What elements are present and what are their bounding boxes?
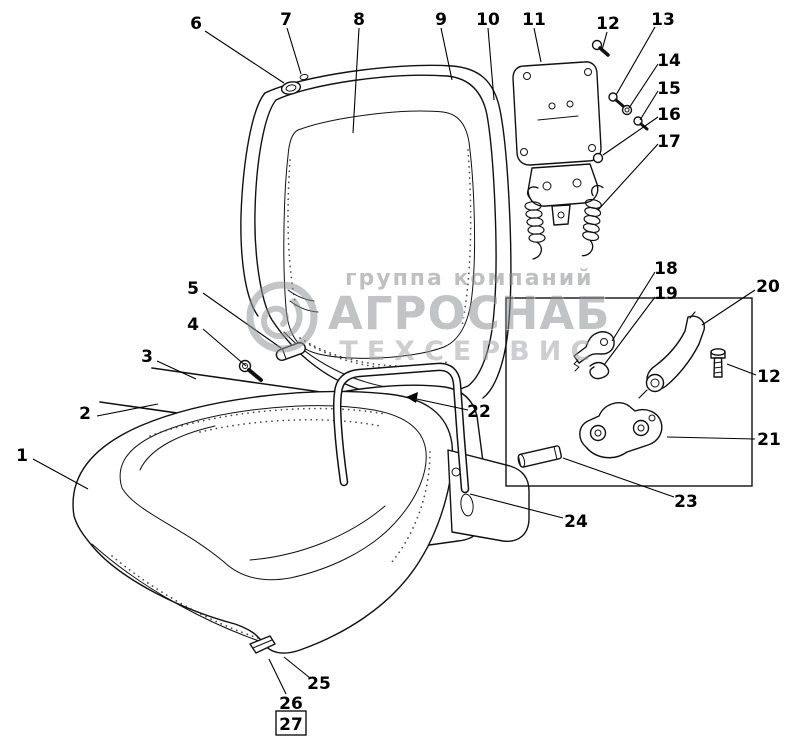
grab-handle bbox=[333, 362, 470, 494]
callout-12-20: 12 bbox=[757, 367, 781, 387]
lever-20 bbox=[638, 311, 705, 399]
callout-18-17: 18 bbox=[654, 259, 678, 279]
callout-10-9: 10 bbox=[476, 10, 500, 30]
callout-19-18: 19 bbox=[654, 284, 678, 304]
detail-box-border bbox=[505, 297, 753, 487]
callout-15-14: 15 bbox=[657, 79, 681, 99]
spring-left bbox=[524, 186, 546, 260]
screw-12-box bbox=[710, 348, 726, 378]
callout-24-24: 24 bbox=[564, 512, 588, 532]
callout-9-8: 9 bbox=[435, 10, 447, 30]
callout-23-23: 23 bbox=[674, 492, 698, 512]
screw-13-icon bbox=[608, 92, 625, 108]
leader-lines bbox=[32, 26, 757, 736]
callout-6-5: 6 bbox=[190, 14, 202, 34]
callout-1-0: 1 bbox=[16, 446, 28, 466]
callout-4-3: 4 bbox=[187, 315, 199, 335]
spring-right bbox=[581, 184, 604, 257]
callout-25-25: 25 bbox=[307, 674, 331, 694]
callout-13-12: 13 bbox=[651, 10, 675, 30]
clip-19 bbox=[589, 361, 610, 380]
seat-cushion bbox=[72, 390, 454, 654]
arrow-22-icon bbox=[406, 392, 418, 403]
callout-22-22: 22 bbox=[467, 402, 491, 422]
callout-26-26: 26 bbox=[279, 694, 303, 714]
callout-20-19: 20 bbox=[756, 277, 780, 297]
callout-21-21: 21 bbox=[757, 430, 781, 450]
link-bracket-21 bbox=[579, 402, 663, 459]
pawl-18 bbox=[573, 331, 615, 372]
callout-8-7: 8 bbox=[353, 10, 365, 30]
pan-side-bracket bbox=[447, 449, 530, 542]
pin-23 bbox=[517, 445, 563, 468]
mount-bracket-assembly bbox=[512, 39, 649, 260]
callout-2-1: 2 bbox=[79, 404, 91, 424]
seat-backrest bbox=[240, 64, 512, 399]
callout-27-27: 27 bbox=[279, 715, 303, 735]
callout-14-13: 14 bbox=[657, 51, 681, 71]
callout-17-16: 17 bbox=[657, 132, 681, 152]
callout-16-15: 16 bbox=[657, 105, 681, 125]
detail-box bbox=[505, 297, 753, 487]
callout-5-4: 5 bbox=[187, 279, 199, 299]
callout-11-10: 11 bbox=[522, 10, 546, 30]
callout-27-box bbox=[275, 710, 307, 736]
callout-3-2: 3 bbox=[141, 347, 153, 367]
callout-12-11: 12 bbox=[596, 14, 620, 34]
callout-7-6: 7 bbox=[280, 10, 292, 30]
screw-top-icon bbox=[591, 39, 610, 57]
bolt-4 bbox=[238, 359, 263, 382]
